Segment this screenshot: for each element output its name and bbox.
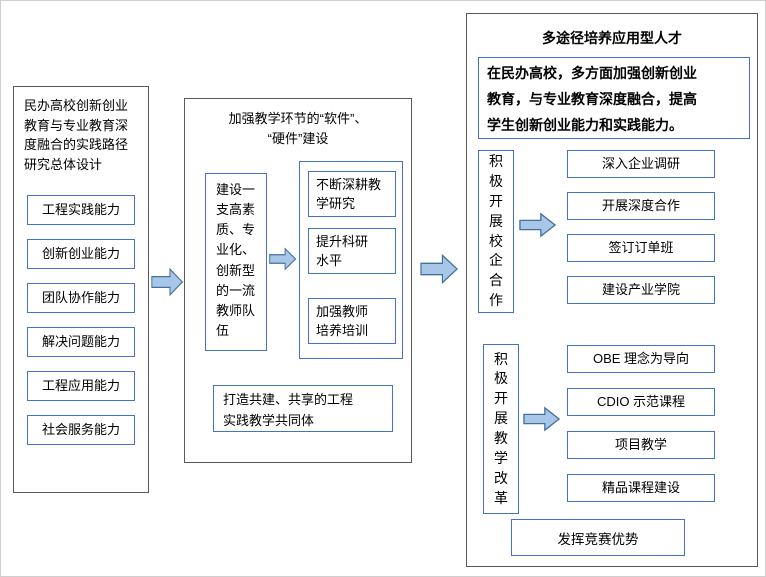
measure-item: 加强教师 培养培训 xyxy=(308,298,396,344)
right-arrow-icon xyxy=(269,247,297,271)
cooperation-item: 签订订单班 xyxy=(567,234,715,262)
cooperation-item: 深入企业调研 xyxy=(567,150,715,178)
overall-design-title: 民办高校创新创业 教育与专业教育深 度融合的实践路径 研究总体设计 xyxy=(24,98,129,172)
reform-item: 项目教学 xyxy=(567,431,715,459)
reform-item: OBE 理念为导向 xyxy=(567,345,715,373)
reform-item: 精品课程建设 xyxy=(567,474,715,502)
ability-list: 工程实践能力 创新创业能力 团队协作能力 解决问题能力 工程应用能力 社会服务能… xyxy=(14,195,148,445)
ability-item: 工程实践能力 xyxy=(27,195,135,225)
right-arrow-icon xyxy=(519,212,557,238)
software-hardware-panel: 加强教学环节的“软件”、 “硬件”建设 建设一 支高素 质、专 业化、 创新型 … xyxy=(184,98,412,463)
overall-design-panel: 民办高校创新创业 教育与专业教育深 度融合的实践路径 研究总体设计 工程实践能力… xyxy=(13,86,149,493)
right-arrow-icon xyxy=(420,253,458,285)
cooperation-item: 开展深度合作 xyxy=(567,192,715,220)
ability-item: 创新创业能力 xyxy=(27,239,135,269)
competition-advantage-box: 发挥竞赛优势 xyxy=(511,519,685,556)
cooperation-item: 建设产业学院 xyxy=(567,276,715,304)
right-arrow-icon xyxy=(151,267,184,297)
ability-item: 工程应用能力 xyxy=(27,371,135,401)
ability-item: 解决问题能力 xyxy=(27,327,135,357)
right-arrow-icon xyxy=(523,406,561,432)
measure-item: 提升科研 水平 xyxy=(308,228,396,274)
software-hardware-title: 加强教学环节的“软件”、 “硬件”建设 xyxy=(228,111,368,147)
school-enterprise-label: 积 极 开 展 校 企 合 作 xyxy=(478,150,514,313)
ability-item: 团队协作能力 xyxy=(27,283,135,313)
teacher-team-box: 建设一 支高素 质、专 业化、 创新型 的一流 教师队 伍 xyxy=(205,173,267,351)
reform-list: OBE 理念为导向 CDIO 示范课程 项目教学 精品课程建设 xyxy=(567,345,715,502)
teaching-measures-group: 不断深耕教 学研究 提升科研 水平 加强教师 培养培训 xyxy=(299,161,403,359)
ability-item: 社会服务能力 xyxy=(27,415,135,445)
teaching-reform-label: 积 极 开 展 教 学 改 革 xyxy=(483,344,519,514)
cooperation-list: 深入企业调研 开展深度合作 签订订单班 建设产业学院 xyxy=(567,150,715,304)
talent-cultivation-title: 多途径培养应用型人才 xyxy=(542,30,682,46)
reform-item: CDIO 示范课程 xyxy=(567,388,715,416)
shared-community-box: 打造共建、共享的工程 实践教学共同体 xyxy=(213,385,393,432)
intro-text-box: 在民办高校，多方面加强创新创业 教育，与专业教育深度融合，提高 学生创新创业能力… xyxy=(478,57,750,139)
talent-cultivation-panel: 多途径培养应用型人才 在民办高校，多方面加强创新创业 教育，与专业教育深度融合，… xyxy=(466,13,758,567)
measure-item: 不断深耕教 学研究 xyxy=(308,171,396,217)
